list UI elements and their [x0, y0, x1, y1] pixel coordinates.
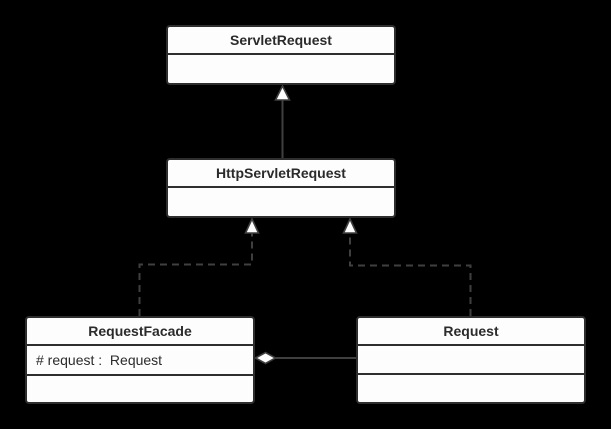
hollow-diamond-icon	[253, 351, 278, 365]
class-name: ServletRequest	[168, 27, 394, 55]
generalization-connector-httpservletrequest-to-servletrequest[interactable]	[274, 84, 291, 158]
hollow-triangle-arrowhead-icon	[342, 217, 358, 234]
methods-compartment	[358, 373, 584, 402]
class-name: HttpServletRequest	[168, 160, 394, 188]
class-box-request[interactable]: Request	[356, 316, 586, 404]
class-name: RequestFacade	[27, 318, 253, 346]
attributes-compartment	[168, 188, 394, 216]
class-box-requestfacade[interactable]: RequestFacade # request : Request	[25, 316, 255, 404]
class-name: Request	[358, 318, 584, 346]
attribute-request-field: # request : Request	[36, 352, 163, 368]
aggregation-connector-requestfacade-request[interactable]	[253, 351, 357, 365]
class-box-servletrequest[interactable]: ServletRequest	[166, 25, 396, 85]
realization-connector-request-to-httpservletrequest[interactable]	[342, 217, 472, 316]
realization-line	[138, 233, 253, 316]
hollow-triangle-arrowhead-icon	[274, 84, 291, 101]
realization-line	[349, 233, 472, 316]
class-box-httpservletrequest[interactable]: HttpServletRequest	[166, 158, 396, 218]
methods-compartment	[27, 374, 253, 402]
realization-connector-requestfacade-to-httpservletrequest[interactable]	[138, 217, 260, 316]
attributes-compartment	[358, 346, 584, 373]
hollow-triangle-arrowhead-icon	[244, 217, 260, 234]
attributes-compartment: # request : Request	[27, 346, 253, 374]
attributes-compartment	[168, 55, 394, 83]
